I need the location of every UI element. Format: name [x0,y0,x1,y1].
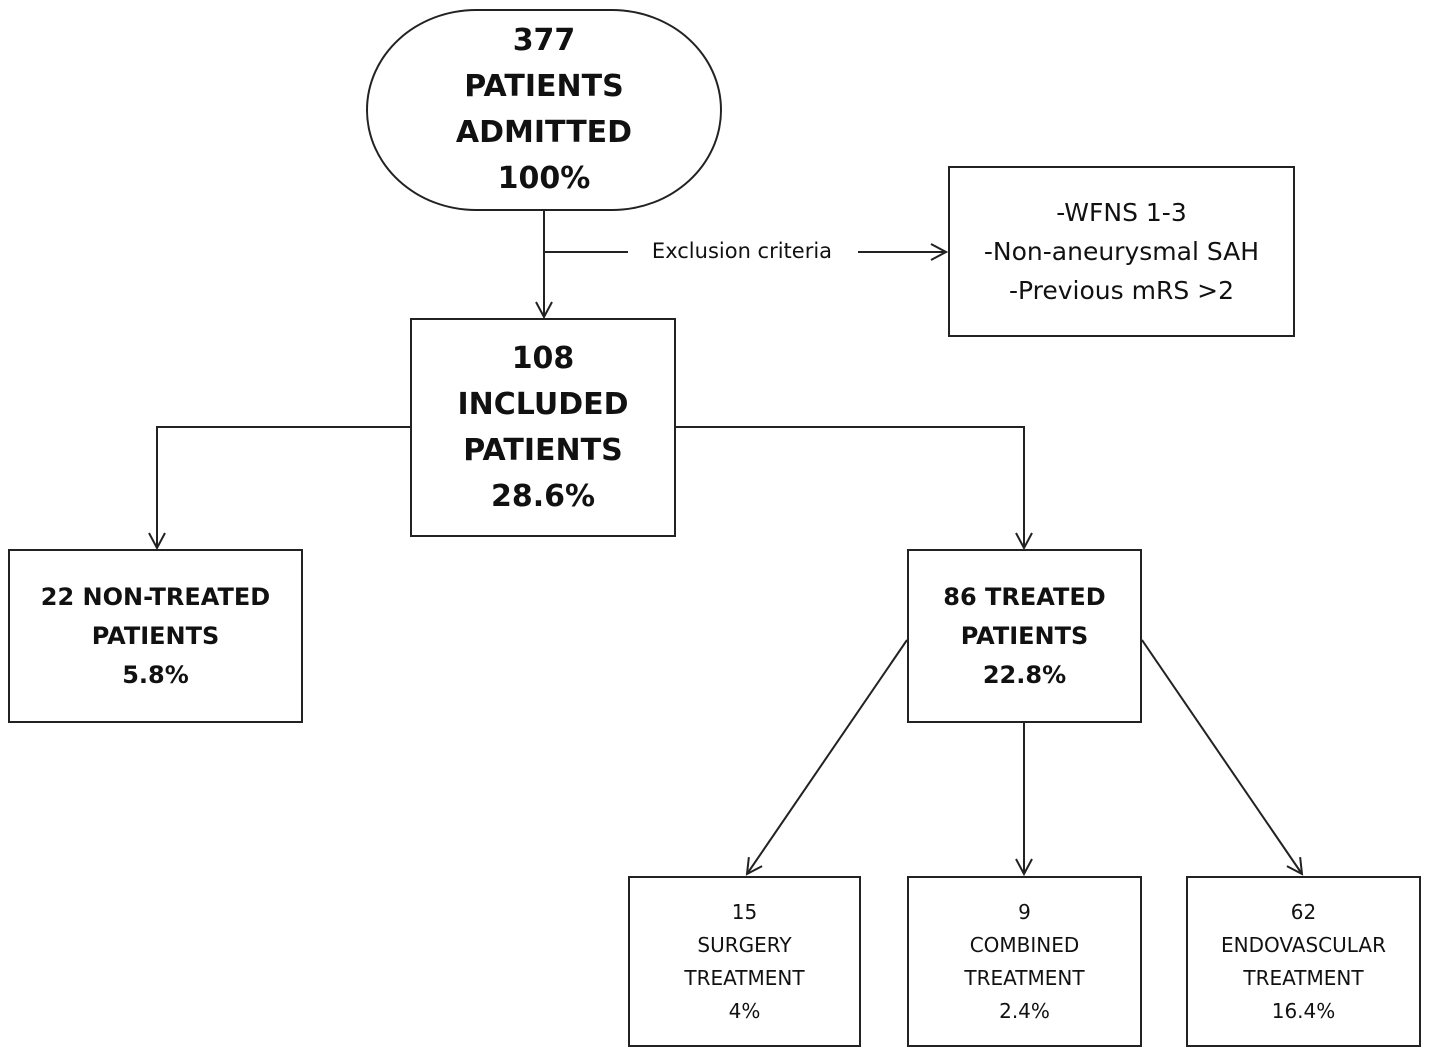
admitted-status: ADMITTED [455,115,633,150]
treated-patients-node: 86 TREATED PATIENTS 22.8% [907,549,1142,723]
surgery-percent: 4% [728,998,761,1023]
arrow-included-to-treated [676,426,1024,548]
admitted-label: PATIENTS [464,69,624,104]
arrow-included-to-non-treated [157,426,410,548]
combined-treatment-node: 9 COMBINED TREATMENT 2.4% [907,876,1142,1047]
included-percent: 28.6% [490,478,596,514]
criterion-non-aneurysmal-sah: -Non-aneurysmal SAH [983,237,1260,266]
endovascular-label-line2: TREATMENT [1243,965,1364,990]
patients-admitted-node: 377 PATIENTS ADMITTED 100% [366,9,722,211]
criterion-previous-mrs: -Previous mRS >2 [1008,276,1234,305]
exclusion-criteria-label: Exclusion criteria [636,236,848,266]
surgery-treatment-node: 15 SURGERY TREATMENT 4% [628,876,861,1047]
treated-label-line2: PATIENTS [960,621,1089,650]
admitted-percent: 100% [497,161,591,196]
surgery-label-line2: TREATMENT [684,965,805,990]
combined-percent: 2.4% [999,998,1050,1023]
surgery-count: 15 [731,899,758,924]
admitted-count: 377 [512,23,576,58]
included-count: 108 [511,340,575,376]
combined-count: 9 [1018,899,1031,924]
combined-label-line1: COMBINED [969,932,1080,957]
included-label-line2: PATIENTS [463,432,623,468]
endovascular-count: 62 [1290,899,1317,924]
combined-label-line2: TREATMENT [964,965,1085,990]
non-treated-label-line1: 22 NON-TREATED [40,582,271,611]
endovascular-treatment-node: 62 ENDOVASCULAR TREATMENT 16.4% [1186,876,1421,1047]
arrow-treated-to-endovascular [1141,639,1302,874]
treated-percent: 22.8% [982,660,1067,689]
non-treated-label-line2: PATIENTS [91,621,220,650]
arrow-treated-to-surgery [747,639,908,874]
endovascular-percent: 16.4% [1271,998,1336,1023]
non-treated-percent: 5.8% [122,660,189,689]
endovascular-label-line1: ENDOVASCULAR [1221,932,1386,957]
treated-label-line1: 86 TREATED [943,582,1106,611]
criterion-wfns: -WFNS 1-3 [1056,198,1187,227]
surgery-label-line1: SURGERY [697,932,792,957]
non-treated-patients-node: 22 NON-TREATED PATIENTS 5.8% [8,549,303,723]
included-patients-node: 108 INCLUDED PATIENTS 28.6% [410,318,676,537]
exclusion-criteria-box: -WFNS 1-3 -Non-aneurysmal SAH -Previous … [948,166,1295,337]
included-label-line1: INCLUDED [457,386,629,422]
